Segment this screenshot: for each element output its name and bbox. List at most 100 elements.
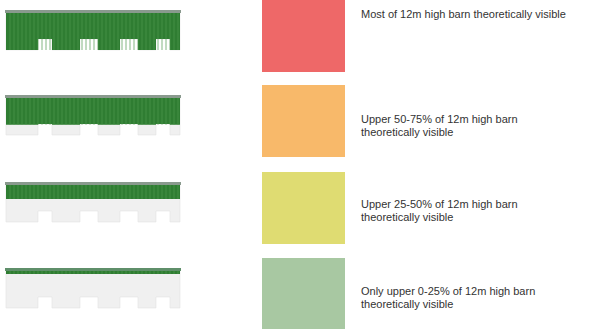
cladding-line [50,13,51,50]
cladding-line [10,13,11,50]
cladding-line [118,185,119,199]
cladding-line [10,271,11,274]
cladding-line [74,98,75,125]
cladding-line [66,185,67,199]
cladding-line [62,271,63,274]
roof-line [5,268,181,271]
cladding-line [114,185,115,199]
cladding-line [94,98,95,125]
cladding-line [154,185,155,199]
cladding-line [34,185,35,199]
cladding-line [114,13,115,50]
cladding-line [78,185,79,199]
cladding-line [54,185,55,199]
cladding-line [130,185,131,199]
cladding-line [134,271,135,274]
legend-label: Upper 50-75% of 12m high barn theoretica… [361,113,536,139]
cladding-line [70,98,71,125]
cladding-line [62,98,63,125]
cladding-line [138,271,139,274]
cladding-line [162,98,163,125]
cladding-line [142,271,143,274]
cladding-line [146,271,147,274]
cladding-line [166,271,167,274]
cladding-line [70,185,71,199]
cladding-line [54,271,55,274]
cladding-line [114,98,115,125]
cladding-line [150,271,151,274]
cladding-line [130,13,131,50]
roof-line [5,95,181,98]
cladding-line [78,271,79,274]
cladding-line [54,13,55,50]
cladding-line [174,13,175,50]
cladding-line [118,271,119,274]
cladding-line [154,98,155,125]
barn-hidden-part [6,271,180,308]
cladding-line [126,271,127,274]
barn-icon [5,10,181,50]
cladding-line [122,98,123,125]
cladding-line [146,13,147,50]
cladding-line [14,13,15,50]
cladding-line [42,185,43,199]
cladding-line [122,185,123,199]
cladding-line [110,271,111,274]
cladding-line [62,13,63,50]
cladding-line [86,98,87,125]
cladding-line [110,98,111,125]
cladding-line [70,13,71,50]
cladding-line [106,98,107,125]
barn-hidden-part [6,185,180,222]
cladding-line [98,185,99,199]
cladding-line [150,185,151,199]
cladding-line [170,13,171,50]
cladding-line [162,13,163,50]
cladding-line [162,185,163,199]
cladding-line [166,13,167,50]
barn-icon [5,268,181,308]
cladding-line [74,13,75,50]
cladding-line [18,185,19,199]
cladding-line [178,98,179,125]
cladding-line [74,185,75,199]
cladding-line [178,271,179,274]
cladding-line [22,185,23,199]
cladding-line [46,98,47,125]
cladding-line [166,98,167,125]
cladding-line [78,13,79,50]
cladding-line [46,271,47,274]
cladding-line [10,185,11,199]
legend-swatch [262,258,345,329]
cladding-line [58,13,59,50]
cladding-line [106,13,107,50]
cladding-line [174,98,175,125]
cladding-line [134,13,135,50]
legend-label: Only upper 0-25% of 12m high barn theore… [361,285,536,311]
cladding-line [18,271,19,274]
cladding-line [150,98,151,125]
cladding-line [14,98,15,125]
cladding-line [54,98,55,125]
cladding-line [170,185,171,199]
cladding-line [154,13,155,50]
cladding-line [50,271,51,274]
cladding-line [42,98,43,125]
cladding-line [22,271,23,274]
legend-label: Upper 25-50% of 12m high barn theoretica… [361,198,536,224]
cladding-line [30,271,31,274]
cladding-line [134,98,135,125]
cladding-line [158,271,159,274]
cladding-line [134,185,135,199]
roof-line [5,10,181,13]
cladding-line [30,13,31,50]
cladding-line [70,271,71,274]
cladding-line [26,13,27,50]
cladding-line [30,185,31,199]
cladding-line [94,13,95,50]
cladding-line [86,13,87,50]
cladding-line [22,98,23,125]
cladding-line [42,271,43,274]
cladding-line [10,98,11,125]
cladding-line [38,271,39,274]
